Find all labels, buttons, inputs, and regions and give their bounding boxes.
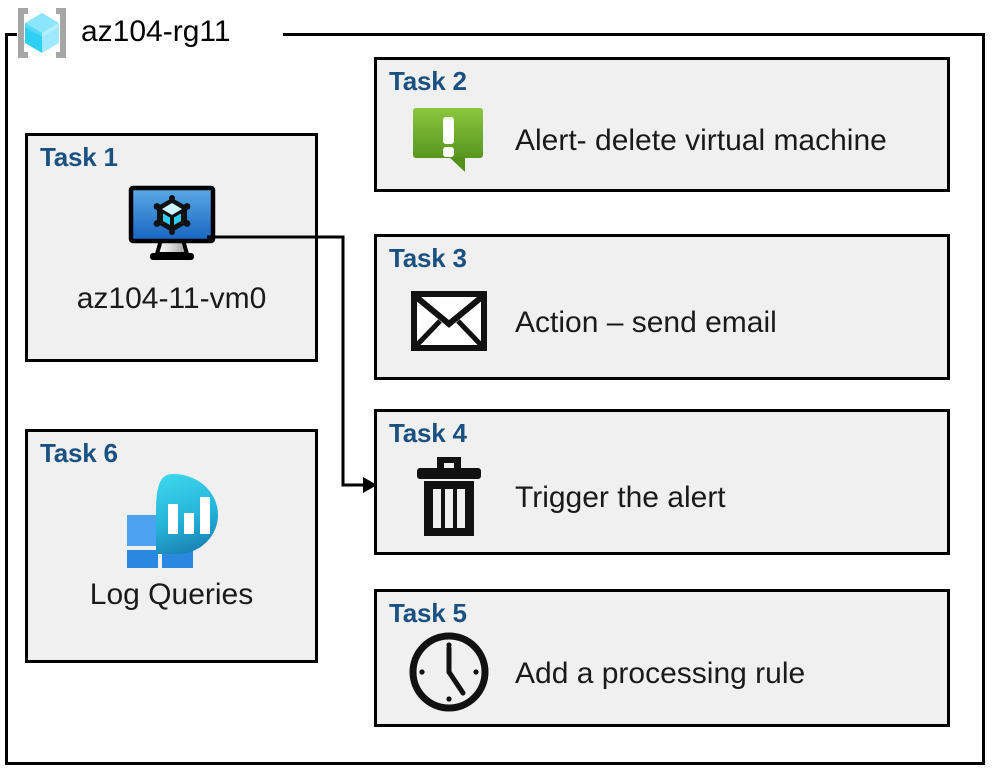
task-1-icon-slot xyxy=(127,176,217,276)
task-card-1[interactable]: Task 1 xyxy=(25,133,318,362)
task-2-text: Alert- delete virtual machine xyxy=(515,123,887,157)
task-2-body: Alert- delete virtual machine xyxy=(411,98,939,183)
clock-icon xyxy=(408,631,490,718)
task-3-label: Task 3 xyxy=(389,243,467,273)
task-card-4[interactable]: Task 4 Trigger the alert xyxy=(374,409,950,555)
task-4-label: Task 4 xyxy=(389,418,467,448)
task-4-icon-slot xyxy=(411,456,487,536)
task-5-label: Task 5 xyxy=(389,598,467,628)
task-card-3[interactable]: Task 3 Action – send email xyxy=(374,234,950,380)
task-6-text: Log Queries xyxy=(89,578,254,611)
task-3-body: Action – send email xyxy=(411,275,939,371)
task-4-body: Trigger the alert xyxy=(411,450,939,546)
virtual-machine-icon xyxy=(127,184,217,269)
task-3-icon-slot xyxy=(411,285,487,361)
task-3-text: Action – send email xyxy=(515,306,777,339)
task-6-body: Log Queries xyxy=(28,472,315,652)
task-1-text: az104-11-vm0 xyxy=(76,282,267,315)
task-6-label: Task 6 xyxy=(40,438,118,468)
task-1-body: az104-11-vm0 xyxy=(28,176,315,351)
task-1-label: Task 1 xyxy=(40,142,118,172)
task-5-icon-slot xyxy=(409,632,489,712)
task-4-text: Trigger the alert xyxy=(515,481,726,514)
task-6-icon-slot xyxy=(120,472,224,581)
resource-group-frame xyxy=(5,33,985,765)
envelope-icon xyxy=(411,290,487,356)
trash-can-icon xyxy=(413,453,485,544)
task-card-5[interactable]: Task 5 Add a processing rule xyxy=(374,589,950,727)
log-analytics-icon xyxy=(120,472,224,581)
task-card-2[interactable]: Task 2 Alert- delete virtual xyxy=(374,57,950,192)
task-5-body: Add a processing rule xyxy=(409,630,939,718)
task-2-label: Task 2 xyxy=(389,66,467,96)
task-2-icon-slot xyxy=(411,103,487,179)
resource-group-title: az104-rg11 xyxy=(81,14,231,48)
resource-group-title-gap xyxy=(17,25,283,41)
alert-callout-icon xyxy=(411,100,487,181)
task-5-text: Add a processing rule xyxy=(515,657,806,690)
resource-group-cube-icon xyxy=(12,4,72,62)
resource-group-header: az104-rg11 xyxy=(12,3,231,63)
task-card-6[interactable]: Task 6 xyxy=(25,429,318,663)
